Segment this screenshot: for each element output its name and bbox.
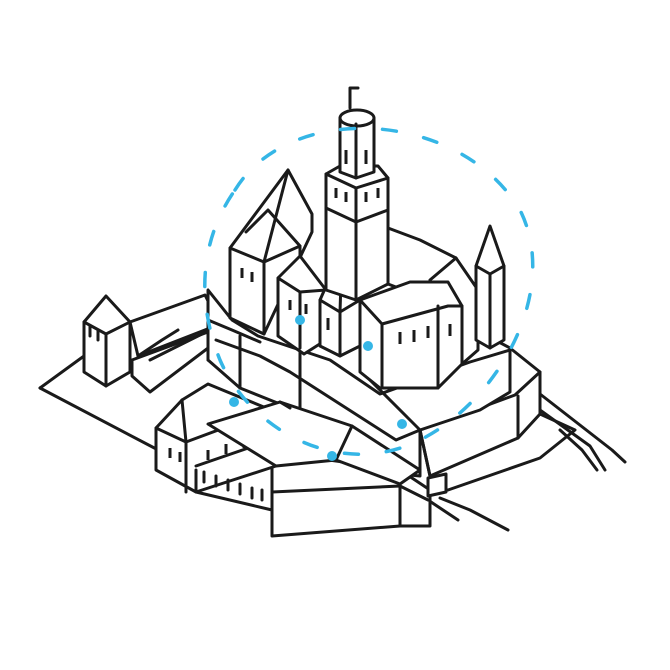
main-tower (324, 86, 390, 302)
accent-dot (229, 397, 239, 407)
left-curtain-wall (128, 293, 218, 394)
right-spire-tower (474, 224, 506, 350)
accent-orbit (203, 126, 535, 461)
left-small-tower (82, 294, 132, 388)
accent-dot (397, 419, 407, 429)
accent-dot (327, 451, 337, 461)
accent-dot (363, 341, 373, 351)
right-building (358, 280, 464, 390)
accent-dot (295, 315, 305, 325)
ramp-wall (206, 400, 422, 486)
